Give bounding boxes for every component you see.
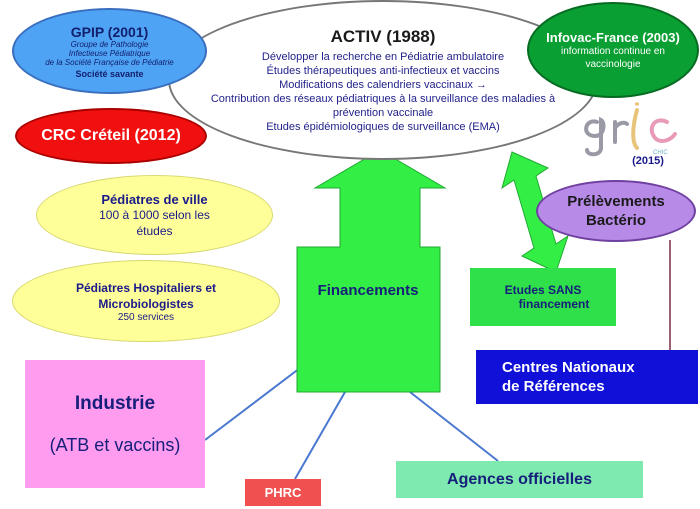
centres-line-2: de Références bbox=[502, 378, 605, 395]
gpip-ellipse: GPIP (2001) Groupe de Pathologie Infecti… bbox=[12, 8, 207, 94]
activ-line-6: Etudes épidémiologiques de surveillance … bbox=[266, 120, 500, 133]
pediatres-hosp-title-2: Microbiologistes bbox=[98, 296, 194, 311]
infovac-title: Infovac-France (2003) bbox=[546, 29, 680, 45]
infovac-sub-1: information continue en bbox=[561, 45, 665, 57]
etudes-sans-line-1: Etudes SANS bbox=[504, 283, 582, 297]
infovac-sub-2: vaccinologie bbox=[585, 58, 641, 70]
gpip-sub-1: Groupe de Pathologie bbox=[70, 39, 149, 49]
centres-nationaux-box: Centres Nationaux de Références bbox=[476, 350, 698, 404]
prelevements-title-2: Bactério bbox=[585, 212, 647, 229]
gpip-title: GPIP (2001) bbox=[70, 23, 149, 40]
crc-ellipse: CRC Créteil (2012) bbox=[15, 108, 207, 164]
pediatres-hosp-title-1: Pédiatres Hospitaliers et bbox=[75, 280, 217, 295]
connector-financements-phrc bbox=[294, 391, 346, 480]
financements-label: Financements bbox=[317, 282, 419, 299]
activ-line-1: Développer la recherche en Pédiatrie amb… bbox=[261, 50, 505, 63]
industrie-sub: (ATB et vaccins) bbox=[49, 434, 181, 455]
activ-title: ACTIV (1988) bbox=[330, 26, 436, 46]
svg-text:CHIC: CHIC bbox=[653, 150, 668, 156]
pediatres-hosp-sub: 250 services bbox=[117, 311, 175, 323]
gric-logo: CHIC bbox=[575, 92, 695, 170]
phrc-box: PHRC bbox=[245, 479, 321, 506]
pediatres-hosp-ellipse: Pédiatres Hospitaliers et Microbiologist… bbox=[12, 260, 280, 342]
gric-year: (2015) bbox=[632, 155, 664, 167]
financements-arrow bbox=[296, 149, 447, 393]
gpip-sub-2: Infectieuse Pédiatrique bbox=[68, 48, 151, 58]
activ-line-4: Contribution des réseaux pédiatriques à … bbox=[210, 92, 556, 105]
connector-financements-agences bbox=[409, 391, 499, 462]
gric-logo-graphic: CHIC bbox=[584, 102, 677, 157]
connector-financements-industrie bbox=[204, 367, 301, 441]
activ-line-3: Modifications des calendriers vaccinaux … bbox=[279, 78, 487, 91]
infovac-ellipse: Infovac-France (2003) information contin… bbox=[527, 2, 699, 98]
gpip-badge: Société savante bbox=[75, 68, 144, 79]
pediatres-ville-sub-1: 100 à 1000 selon les bbox=[99, 207, 210, 222]
activ-line-2: Études thérapeutiques anti-infectieux et… bbox=[266, 64, 500, 77]
prelevements-title-1: Prélèvements bbox=[567, 193, 665, 210]
industrie-title: Industrie bbox=[74, 392, 156, 414]
activ-line-5: prévention vaccinale bbox=[332, 106, 434, 119]
prelevements-ellipse: Prélèvements Bactério bbox=[536, 180, 696, 242]
gpip-sub-3: de la Société Française de Pédiatrie bbox=[45, 57, 174, 67]
etudes-sans-box: Etudes SANS financement bbox=[470, 268, 616, 326]
industrie-box: Industrie (ATB et vaccins) bbox=[25, 360, 205, 488]
pediatres-ville-sub-2: études bbox=[136, 223, 173, 238]
etudes-sans-line-2: financement bbox=[518, 297, 590, 311]
centres-line-1: Centres Nationaux bbox=[502, 359, 635, 376]
activ-ellipse: ACTIV (1988) Développer la recherche en … bbox=[168, 0, 598, 160]
agences-officielles-box: Agences officielles bbox=[396, 461, 643, 498]
pediatres-ville-title: Pédiatres de ville bbox=[101, 191, 208, 207]
pediatres-ville-ellipse: Pédiatres de ville 100 à 1000 selon les … bbox=[36, 175, 273, 255]
